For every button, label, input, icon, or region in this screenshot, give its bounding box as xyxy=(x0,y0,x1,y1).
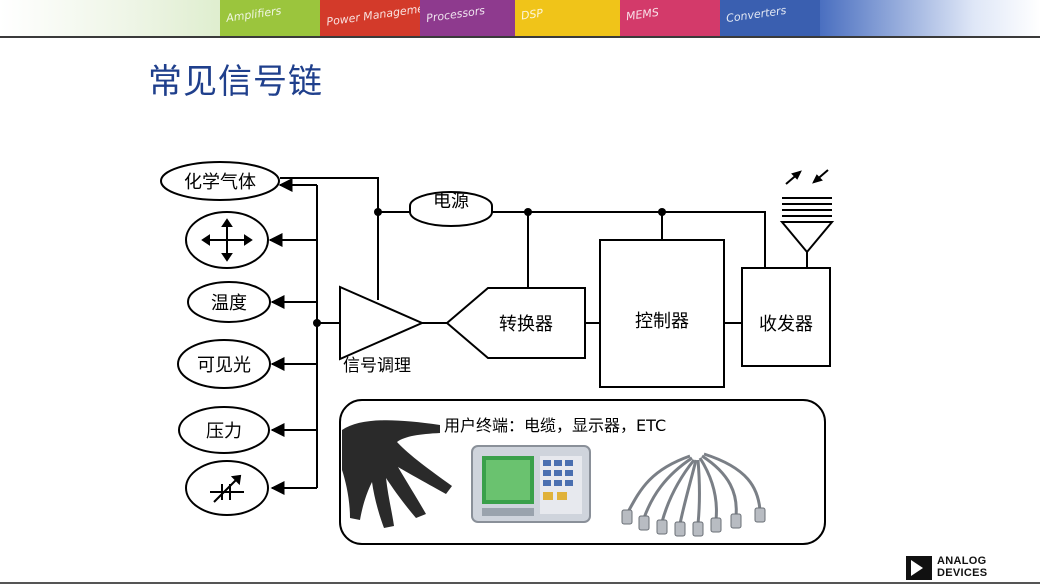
label-pressure: 压力 xyxy=(206,421,242,442)
antenna-icon xyxy=(779,169,835,254)
analog-devices-logo: ANALOG DEVICES xyxy=(906,555,1016,581)
signal-conditioning-amp xyxy=(339,285,425,361)
logo-triangle-icon xyxy=(906,556,932,580)
label-temperature: 温度 xyxy=(211,293,247,314)
logo-line2: DEVICES xyxy=(937,567,988,579)
four-way-arrows-icon xyxy=(201,218,253,262)
sensor-pressure xyxy=(178,406,270,454)
junction-dot xyxy=(524,208,532,216)
page-title: 常见信号链 xyxy=(148,62,323,102)
label-chemical-gas: 化学气体 xyxy=(184,172,256,193)
banner-tile-power: Power Management xyxy=(320,0,420,38)
power-rail-right xyxy=(492,211,766,268)
power-supply-block xyxy=(409,191,493,227)
variable-capacitor-icon xyxy=(210,474,244,503)
label-visible-light: 可见光 xyxy=(197,355,251,376)
label-transceiver: 收发器 xyxy=(759,314,813,335)
banner-rule xyxy=(0,36,1040,38)
junction-dot xyxy=(658,208,666,216)
display-device-image xyxy=(471,445,591,523)
banner-tile-processors: Processors xyxy=(420,0,515,38)
sensor-chemical-gas xyxy=(160,161,280,201)
controller-block xyxy=(599,239,725,388)
junction-dot xyxy=(313,319,321,327)
sensor-visible-light xyxy=(177,339,271,389)
converter-block xyxy=(445,287,586,359)
transceiver-block xyxy=(741,267,831,367)
label-power: 电源 xyxy=(433,191,469,212)
banner-tail xyxy=(820,0,1040,38)
cable-connectors xyxy=(621,507,766,537)
banner-tile-converters: Converters xyxy=(720,0,820,38)
cables-image xyxy=(626,452,762,525)
top-banner: Amplifiers Power Management Processors D… xyxy=(0,0,1040,38)
footer-rule xyxy=(0,582,1040,584)
label-controller: 控制器 xyxy=(635,311,689,332)
logo-line1: ANALOG xyxy=(937,555,987,567)
banner-fade xyxy=(0,0,220,38)
banner-tile-dsp: DSP xyxy=(515,0,620,38)
label-signal-conditioning: 信号调理 xyxy=(343,356,411,376)
junction-dot xyxy=(374,208,382,216)
banner-tile-amplifiers: Amplifiers xyxy=(220,0,320,38)
label-converter: 转换器 xyxy=(499,314,553,335)
label-user-terminal: 用户终端：电缆，显示器，ETC xyxy=(444,416,666,435)
hand-image xyxy=(342,420,452,528)
sensor-temperature xyxy=(187,281,271,323)
wire-chem-amp xyxy=(280,177,379,300)
banner-tile-mems: MEMS xyxy=(620,0,720,38)
